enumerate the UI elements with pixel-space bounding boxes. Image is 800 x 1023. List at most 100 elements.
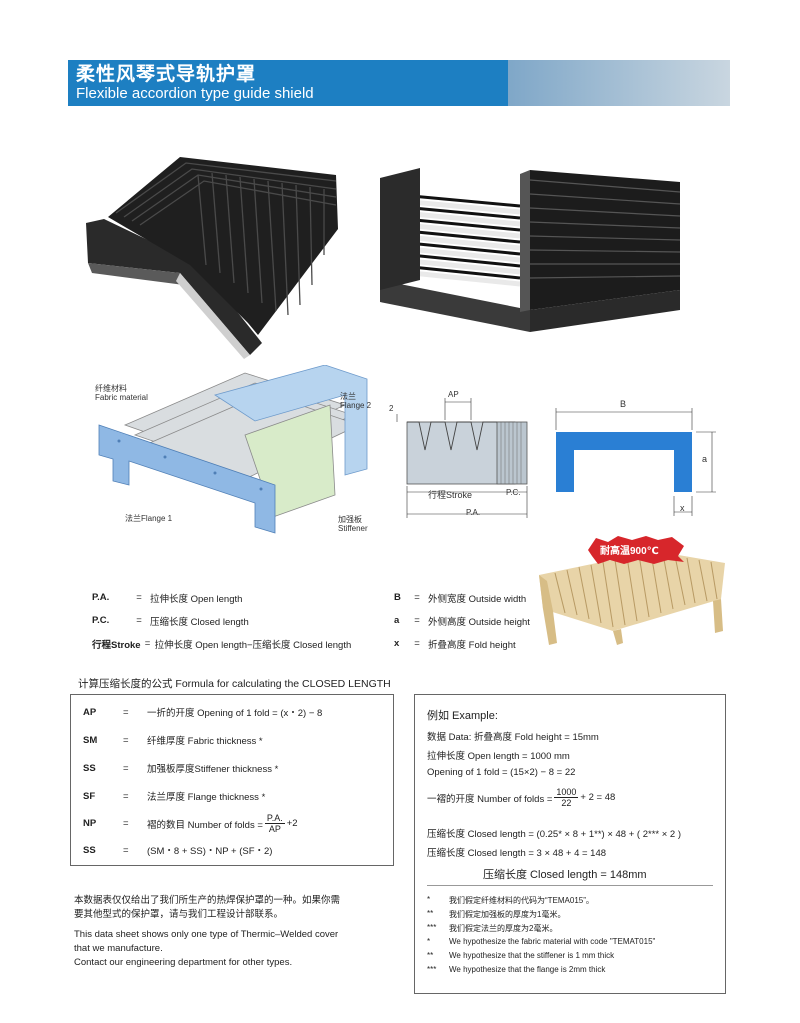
definition-equals: = bbox=[136, 615, 142, 626]
formula-text: 纤维厚度 Fabric thickness * bbox=[147, 736, 263, 747]
definition-equals: = bbox=[414, 592, 420, 603]
formula-row: AP = 一折的开度 Opening of 1 fold = (x・2) − 8 bbox=[83, 705, 323, 720]
definition-text: 拉伸长度 Open length−压缩长度 Closed length bbox=[154, 639, 352, 651]
footnote-star: *** bbox=[427, 923, 437, 932]
example-folds-tail: + 2 = 48 bbox=[580, 792, 616, 803]
formula-text: 法兰厚度 Flange thickness * bbox=[147, 792, 266, 803]
definition-equals: = bbox=[144, 638, 151, 649]
formula-equals: = bbox=[123, 818, 129, 829]
label-stroke: 行程Stroke bbox=[428, 490, 473, 500]
label-b: B bbox=[620, 399, 627, 409]
formula-text: (SM・8 + SS)・NP + (SF・2) bbox=[147, 846, 273, 857]
footnote-text: 我们假定加强板的厚度为1毫米。 bbox=[449, 910, 566, 919]
formula-tail: +2 bbox=[286, 818, 298, 829]
formula-row: NP = 褶的数目 Number of folds = P.A. AP +2 bbox=[83, 813, 298, 834]
definition-row: 行程Stroke = 拉伸长度 Open length−压缩长度 Closed … bbox=[92, 632, 351, 655]
banner-gradient bbox=[508, 60, 730, 106]
footer-cn-line: 本数据表仅仅给出了我们所生产的热焊保护罩的一种。如果你需 bbox=[74, 895, 341, 906]
formula-key: SM bbox=[83, 734, 98, 746]
footnote-text: 我们假定纤维材料的代码为“TEMA015”。 bbox=[449, 896, 594, 905]
formula-key: AP bbox=[83, 706, 97, 718]
footer-en-line: Contact our engineering department for o… bbox=[74, 957, 293, 968]
footnote-star: * bbox=[427, 895, 431, 904]
definition-equals: = bbox=[414, 615, 420, 626]
formula-row: SM = 纤维厚度 Fabric thickness * bbox=[83, 733, 263, 748]
fraction: 1000 22 bbox=[554, 787, 579, 808]
fold-profile-diagram bbox=[396, 398, 528, 518]
example-folds-label: 一褶的开度 Number of folds = bbox=[427, 793, 553, 805]
label-stiffener-en: Stiffener bbox=[338, 524, 368, 533]
formula-text: 褶的数目 Number of folds = bbox=[147, 819, 263, 831]
label-pc: P.C. bbox=[506, 488, 521, 497]
formula-text: 加强板厚度Stiffener thickness * bbox=[147, 764, 279, 775]
label-a: a bbox=[702, 454, 708, 464]
definitions-right: B = 外侧宽度 Outside width a = 外侧高度 Outside … bbox=[394, 586, 530, 655]
formula-equals: = bbox=[123, 844, 129, 856]
label-ap: AP bbox=[448, 390, 459, 399]
header-banner: 柔性风琴式导轨护罩 Flexible accordion type guide … bbox=[68, 60, 730, 106]
formula-text: 一折的开度 Opening of 1 fold = (x・2) − 8 bbox=[147, 708, 323, 719]
footnote-star: *** bbox=[427, 965, 437, 974]
formula-equals: = bbox=[123, 706, 129, 718]
definition-key: x bbox=[394, 638, 400, 649]
example-folds: 一褶的开度 Number of folds = 1000 22 + 2 = 48 bbox=[427, 787, 615, 808]
footer-note: 本数据表仅仅给出了我们所生产的热焊保护罩的一种。如果你需 要其他型式的保护罩，请… bbox=[74, 894, 340, 970]
footer-en-line: that we manufacture. bbox=[74, 943, 163, 954]
example-divider bbox=[427, 885, 713, 886]
definition-row: x = 折叠高度 Fold height bbox=[394, 632, 530, 655]
footnote-text: We hypothesize that the stiffener is 1 m… bbox=[449, 951, 615, 960]
formula-equals: = bbox=[123, 734, 129, 746]
definition-key: B bbox=[394, 592, 401, 603]
footnote: *** 我们假定法兰的厚度为2毫米。 bbox=[427, 923, 557, 934]
label-flange2: 法兰 Flange 2 bbox=[340, 392, 371, 410]
label-stiffener-cn: 加强板 bbox=[338, 515, 362, 524]
formula-title: 计算压缩长度的公式 Formula for calculating the CL… bbox=[78, 678, 391, 690]
formula-box: AP = 一折的开度 Opening of 1 fold = (x・2) − 8… bbox=[70, 694, 394, 866]
formula-equals: = bbox=[123, 762, 129, 774]
footnote: ** We hypothesize that the stiffener is 1… bbox=[427, 951, 614, 960]
label-fabric-en: Fabric material bbox=[95, 393, 148, 402]
high-temp-bellows-photo bbox=[539, 551, 725, 645]
fraction-numerator: P.A. bbox=[264, 813, 285, 824]
label-x: x bbox=[680, 503, 685, 513]
definition-key: P.C. bbox=[92, 615, 110, 626]
definitions-left: P.A. = 拉伸长度 Open length P.C. = 压缩长度 Clos… bbox=[92, 586, 351, 655]
formula-row: SS = (SM・8 + SS)・NP + (SF・2) bbox=[83, 843, 273, 858]
definition-key: 行程Stroke bbox=[92, 639, 141, 651]
definition-equals: = bbox=[414, 638, 420, 649]
definition-text: 拉伸长度 Open length bbox=[150, 593, 243, 605]
footnote: ** 我们假定加强板的厚度为1毫米。 bbox=[427, 909, 565, 920]
definition-text: 外侧高度 Outside height bbox=[428, 616, 530, 628]
definition-row: B = 外侧宽度 Outside width bbox=[394, 586, 530, 609]
formula-key: SF bbox=[83, 790, 96, 802]
footnote-text: We hypothesize the fabric material with … bbox=[449, 937, 656, 946]
definition-row: P.A. = 拉伸长度 Open length bbox=[92, 586, 351, 609]
formula-row: SF = 法兰厚度 Flange thickness * bbox=[83, 789, 266, 804]
label-pa: P.A. bbox=[466, 508, 481, 517]
definition-equals: = bbox=[136, 592, 142, 603]
label-two: 2 bbox=[389, 404, 394, 413]
example-closed-1: 压缩长度 Closed length = (0.25* × 8 + 1**) ×… bbox=[427, 829, 681, 840]
example-title: 例如 Example: bbox=[427, 710, 498, 722]
definition-text: 折叠高度 Fold height bbox=[428, 639, 516, 651]
definition-row: P.C. = 压缩长度 Closed length bbox=[92, 609, 351, 632]
label-flange2-cn: 法兰 bbox=[340, 392, 356, 401]
label-stiffener: 加强板 Stiffener bbox=[338, 515, 368, 533]
example-line: 数据 Data: 折叠高度 Fold height = 15mm bbox=[427, 732, 599, 743]
example-closed-2: 压缩长度 Closed length = 3 × 48 + 4 = 148 bbox=[427, 848, 607, 859]
footnote-text: 我们假定法兰的厚度为2毫米。 bbox=[449, 924, 558, 933]
definition-row: a = 外侧高度 Outside height bbox=[394, 609, 530, 632]
bellows-photo-right bbox=[380, 168, 681, 332]
heat-badge-shape bbox=[588, 536, 684, 564]
footnote-star: ** bbox=[427, 951, 434, 960]
footnote-star: ** bbox=[427, 909, 434, 918]
footnote: ***We hypothesize that the flange is 2mm… bbox=[427, 965, 605, 974]
formula-equals: = bbox=[123, 790, 129, 802]
page-title-cn: 柔性风琴式导轨护罩 bbox=[76, 63, 257, 85]
footer-cn-line: 要其他型式的保护罩，请与我们工程设计部联系。 bbox=[74, 909, 284, 920]
title-block: 柔性风琴式导轨护罩 Flexible accordion type guide … bbox=[68, 60, 508, 106]
fraction-denominator: AP bbox=[268, 824, 281, 834]
footnote: * 我们假定纤维材料的代码为“TEMA015”。 bbox=[427, 895, 594, 906]
formula-key: SS bbox=[83, 762, 96, 774]
label-flange1: 法兰Flange 1 bbox=[125, 514, 173, 523]
